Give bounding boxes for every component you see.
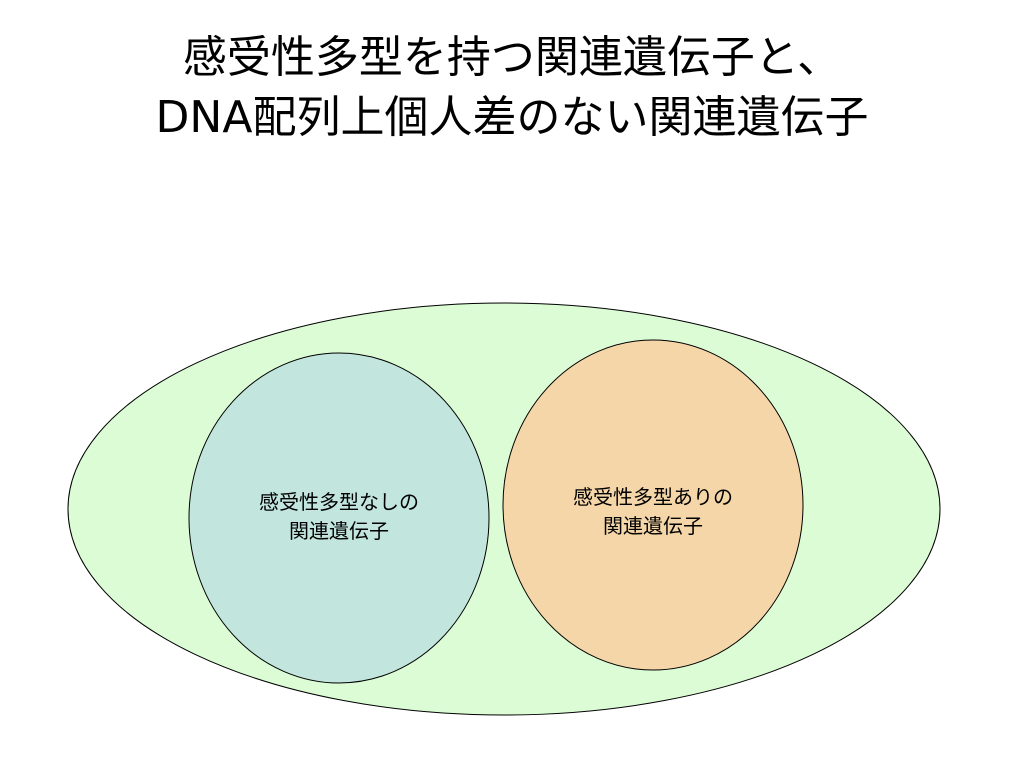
- slide-title-line-2: DNA配列上個人差のない関連遺伝子: [155, 92, 869, 143]
- right-circle-label-line-1: 感受性多型ありの: [573, 485, 733, 509]
- slide-title-line-1: 感受性多型を持つ関連遺伝子と、: [182, 32, 842, 83]
- right-circle-label: 感受性多型ありの 関連遺伝子: [513, 483, 793, 541]
- left-circle-label-line-1: 感受性多型なしの: [259, 490, 419, 514]
- left-circle-label: 感受性多型なしの 関連遺伝子: [199, 488, 479, 546]
- right-circle-label-line-2: 関連遺伝子: [603, 514, 703, 538]
- right-circle-with-polymorphism: [502, 339, 804, 671]
- left-circle-label-line-2: 関連遺伝子: [289, 519, 389, 543]
- slide-title: 感受性多型を持つ関連遺伝子と、 DNA配列上個人差のない関連遺伝子: [0, 28, 1024, 148]
- left-circle-no-polymorphism: [188, 352, 490, 684]
